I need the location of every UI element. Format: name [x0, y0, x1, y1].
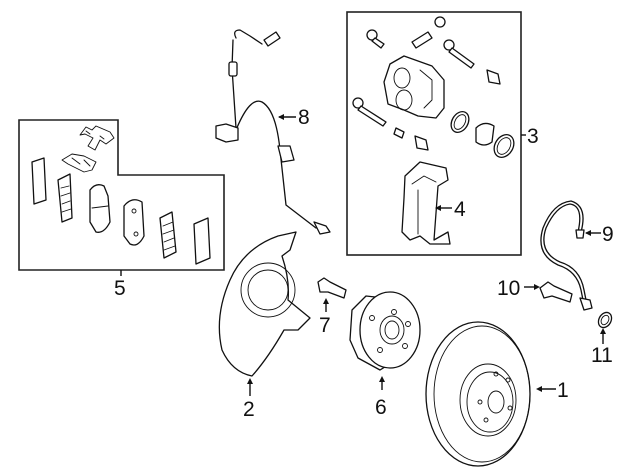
abs-clip-upper [228, 61, 238, 77]
pin-boot-lower [414, 135, 429, 151]
abs-sensor-head [313, 221, 331, 235]
bleeder-screw [411, 31, 433, 49]
abs-connector [263, 31, 281, 47]
pad-set-box [18, 119, 225, 271]
abs-sensor-wire [231, 29, 317, 229]
brake-pad-inner [89, 184, 111, 233]
anti-squeal-plate-right [159, 211, 177, 259]
dust-shield-hub-opening [247, 269, 289, 311]
brake-rotor-group[interactable]: 1 [425, 321, 569, 467]
washer [597, 311, 613, 329]
piston-seal [450, 111, 470, 133]
abs-sensor-group[interactable]: 8 [215, 29, 331, 235]
pin-boot-upper [486, 69, 501, 85]
hub-bearing-group[interactable]: 6 [349, 291, 421, 419]
wheel-stud-group[interactable]: 7 [317, 277, 347, 337]
callout-2: 2 [243, 398, 255, 421]
callout-5: 5 [114, 277, 126, 300]
pad-shim-left [31, 157, 47, 205]
hose-banjo-fitting [579, 297, 593, 311]
pad-clip-upper [79, 125, 115, 151]
callout-1: 1 [557, 379, 569, 402]
callout-9: 9 [602, 223, 614, 246]
pad-shim-right [193, 217, 211, 265]
callout-8: 8 [298, 106, 310, 129]
abs-bracket-mid [277, 145, 295, 163]
hub-flange [359, 291, 421, 369]
caliper-box [346, 11, 522, 256]
callout-6: 6 [375, 396, 387, 419]
pad-clip-lower [61, 153, 97, 173]
pin-sleeve [393, 127, 405, 139]
callout-10: 10 [497, 277, 520, 300]
callout-3: 3 [527, 125, 539, 148]
piston-boot [493, 134, 515, 158]
guide-pin-upper [443, 39, 475, 69]
dust-shield-group[interactable]: 2 [218, 231, 311, 421]
callout-11: 11 [591, 344, 613, 367]
wheel-stud [317, 277, 347, 299]
brake-pad-set-group[interactable]: 5 [18, 119, 225, 300]
hose-fitting-top [575, 229, 585, 239]
caliper-piston [475, 122, 495, 146]
dust-shield [218, 231, 311, 377]
union-bolt-group[interactable]: 10 [497, 277, 573, 303]
guide-pin-lower [352, 97, 387, 127]
anti-squeal-plate-left [57, 173, 73, 223]
caliper-assembly-group[interactable]: 3 4 [346, 11, 539, 256]
abs-bracket-left [215, 123, 239, 143]
rotor-hat [459, 363, 517, 437]
washer-group[interactable]: 11 [591, 310, 614, 367]
brake-pad-outer [123, 199, 145, 246]
bleeder-cap [434, 16, 446, 28]
brake-hose [543, 203, 587, 301]
callout-4: 4 [454, 198, 466, 221]
caliper-support-bracket [401, 161, 451, 245]
callout-7: 7 [319, 314, 331, 337]
union-bolt [539, 281, 573, 303]
caliper-body [383, 55, 445, 119]
brake-hose-group[interactable]: 9 [540, 200, 614, 311]
caliper-bolt-small [366, 29, 385, 49]
